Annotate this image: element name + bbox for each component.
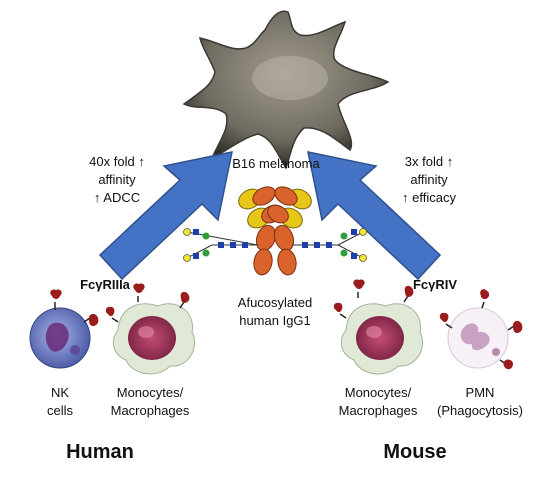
antibody-label-line2: human IgG1 (239, 313, 311, 328)
macrophage-icon (112, 303, 195, 375)
mouse-heading: Mouse (383, 441, 447, 463)
mouse-macrophage-label-line1: Monocytes/ (344, 385, 412, 400)
nk-cell-icon (29, 307, 91, 369)
glycan-right-icon (292, 228, 367, 262)
mouse-effect-line3: ↑ efficacy (402, 190, 456, 205)
human-effect-line2: affinity (98, 172, 136, 187)
tumor-cell-icon (182, 10, 390, 170)
human-receptor-label: FcγRIIIa (80, 277, 130, 292)
mouse-receptor-label: FcγRIV (412, 277, 458, 292)
nk-cell-label-line2: cells (46, 403, 73, 418)
human-macrophage-label-line1: Monocytes/ (116, 385, 184, 400)
human-arrow-icon (98, 151, 233, 281)
human-macrophage-label-line2: Macrophages (110, 403, 190, 418)
fc-receptor-icon (333, 279, 414, 319)
human-effect-line1: 40x fold ↑ (89, 154, 145, 169)
tumor-label: B16 melanoma (232, 156, 320, 171)
fc-receptor-icon (50, 289, 99, 326)
antibody-icon (238, 186, 312, 276)
pmn-label-line2: (Phagocytosis) (437, 403, 523, 418)
antibody-label-line1: Afucosylated (237, 295, 313, 310)
human-effect-line3: ↑ ADCC (93, 190, 141, 205)
pmn-label-line1: PMN (465, 385, 495, 400)
fc-receptor-icon (105, 283, 190, 323)
mouse-effect-line1: 3x fold ↑ (404, 154, 454, 169)
fc-receptor-icon (439, 289, 523, 370)
human-heading: Human (66, 441, 134, 463)
glycan-left-icon (183, 228, 259, 262)
pmn-cell-icon (447, 307, 509, 369)
mouse-macrophage-label-line2: Macrophages (338, 403, 418, 418)
macrophage-icon (340, 303, 423, 375)
mouse-arrow-icon (307, 151, 442, 281)
nk-cell-label-line1: NK (50, 385, 70, 400)
mouse-effect-line2: affinity (410, 172, 448, 187)
